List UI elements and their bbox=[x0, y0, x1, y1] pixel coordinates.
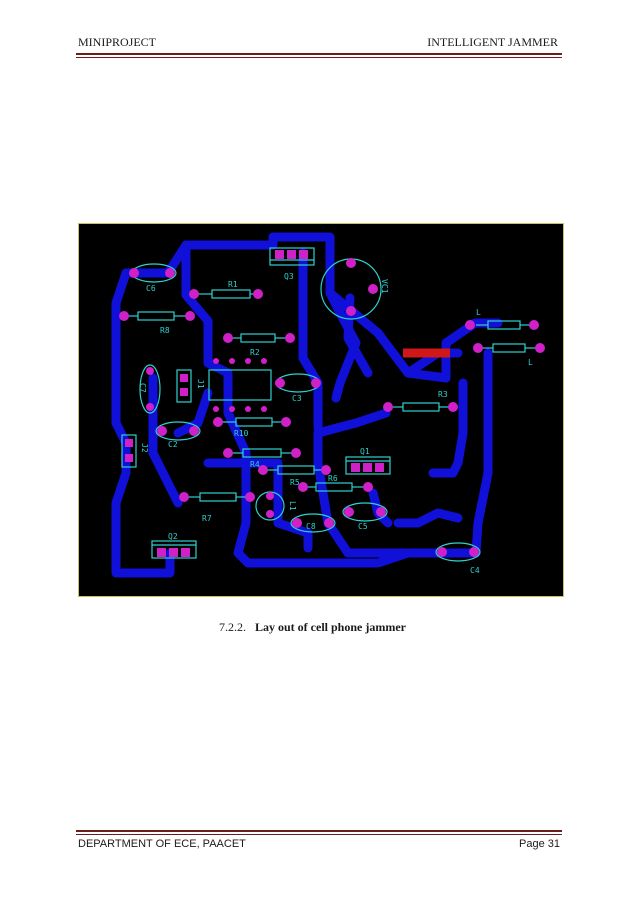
header-rule-thin bbox=[76, 57, 562, 58]
footer-rule-thin bbox=[76, 834, 562, 835]
label-r4: R4 bbox=[250, 460, 260, 469]
label-r5: R5 bbox=[290, 478, 300, 487]
label-l1: L1 bbox=[288, 501, 297, 511]
label-c3: C3 bbox=[292, 394, 302, 403]
label-c4: C4 bbox=[470, 566, 480, 575]
caption-text: Lay out of cell phone jammer bbox=[255, 620, 406, 634]
header-left: MINIPROJECT bbox=[78, 35, 157, 49]
label-r2: R2 bbox=[250, 348, 260, 357]
pcb-layout-figure: C6 R1 Q3 VC1 R8 R2 L L C7 J1 C3 R3 C2 R1… bbox=[78, 223, 564, 597]
label-c8: C8 bbox=[306, 522, 316, 531]
page-number: Page 31 bbox=[519, 838, 560, 850]
label-l-bottom: L bbox=[528, 358, 533, 367]
label-q3: Q3 bbox=[284, 272, 294, 281]
solder-pads bbox=[119, 250, 545, 557]
label-c6: C6 bbox=[146, 284, 156, 293]
label-c7: C7 bbox=[138, 383, 147, 393]
label-j1: J1 bbox=[196, 379, 205, 389]
figure-caption: 7.2.2. Lay out of cell phone jammer bbox=[219, 620, 406, 635]
label-c5: C5 bbox=[358, 522, 368, 531]
label-vc1: VC1 bbox=[380, 279, 389, 294]
label-c2: C2 bbox=[168, 440, 178, 449]
label-r3: R3 bbox=[438, 390, 448, 399]
header-rule bbox=[76, 53, 562, 55]
copper-traces bbox=[111, 232, 503, 578]
label-r7: R7 bbox=[202, 514, 212, 523]
header-right: INTELLIGENT JAMMER bbox=[427, 35, 558, 49]
footer-rule bbox=[76, 830, 562, 832]
label-l-top: L bbox=[476, 308, 481, 317]
caption-number: 7.2.2. bbox=[219, 620, 246, 634]
label-r1: R1 bbox=[228, 280, 238, 289]
label-r10: R10 bbox=[234, 429, 249, 438]
label-q2: Q2 bbox=[168, 532, 178, 541]
label-r6: R6 bbox=[328, 474, 338, 483]
label-r8: R8 bbox=[160, 326, 170, 335]
footer-left: DEPARTMENT OF ECE, PAACET bbox=[78, 838, 246, 850]
label-q1: Q1 bbox=[360, 447, 370, 456]
label-j2: J2 bbox=[140, 443, 149, 453]
